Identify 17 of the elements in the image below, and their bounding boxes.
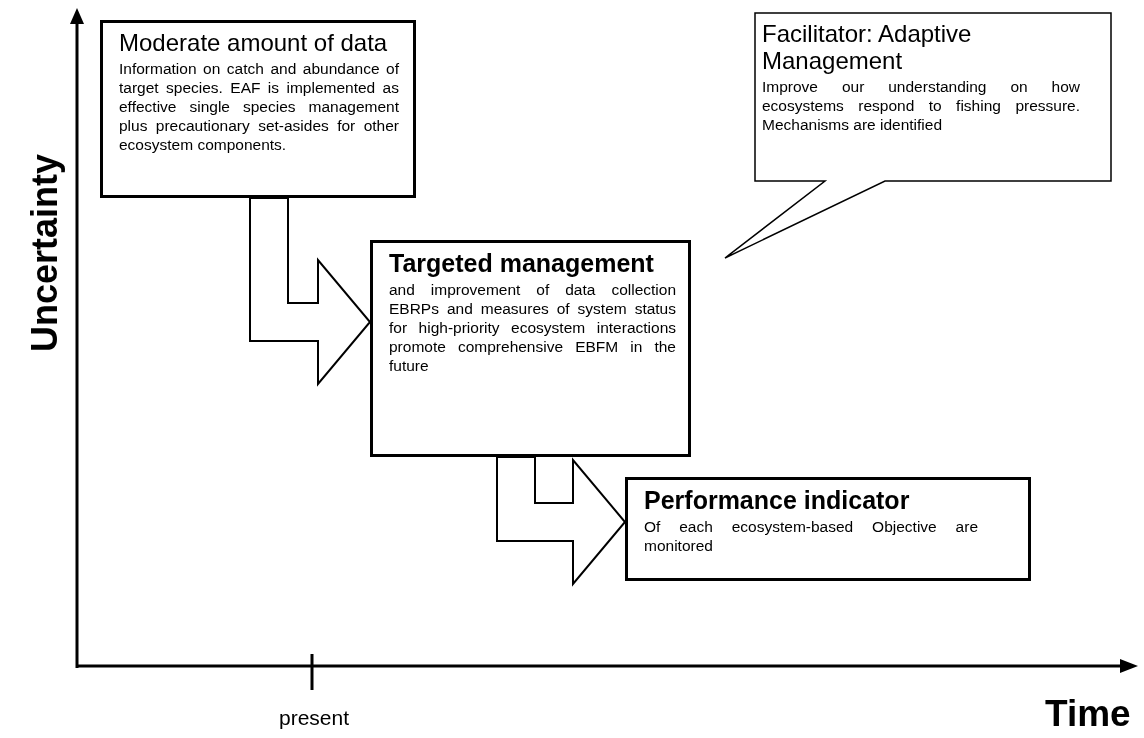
box-text: and improvement of data collection EBRPs and measures of system status for high-priority ecosystem interactions promote comprehensive EBFM in the future (389, 280, 676, 375)
info-box (625, 477, 1031, 581)
axis-title: Uncertainty (24, 152, 66, 355)
box-heading: Performance indicator (644, 486, 911, 514)
box-heading: Targeted management (389, 249, 655, 277)
block-arrow (496, 456, 627, 587)
axis-title: Time (1045, 693, 1131, 735)
box-heading: Moderate amount of data (119, 29, 389, 56)
info-box (370, 240, 691, 457)
tick-label: present (279, 706, 350, 730)
box-text: Of each ecosystem-based Objective are monitored (644, 517, 978, 555)
box-heading: Facilitator: Adaptive Management (762, 20, 973, 74)
box-text: Information on catch and abundance of target species. EAF is implemented as effective single species management plus precautionary set-asides for other ecosystem components. (119, 59, 399, 154)
block-arrow (249, 197, 372, 387)
box-text: Improve our understanding on how ecosystems respond to fishing pressure. Mechanisms are identified (762, 77, 1080, 134)
info-box (100, 20, 416, 198)
speech-bubble (722, 12, 1112, 260)
